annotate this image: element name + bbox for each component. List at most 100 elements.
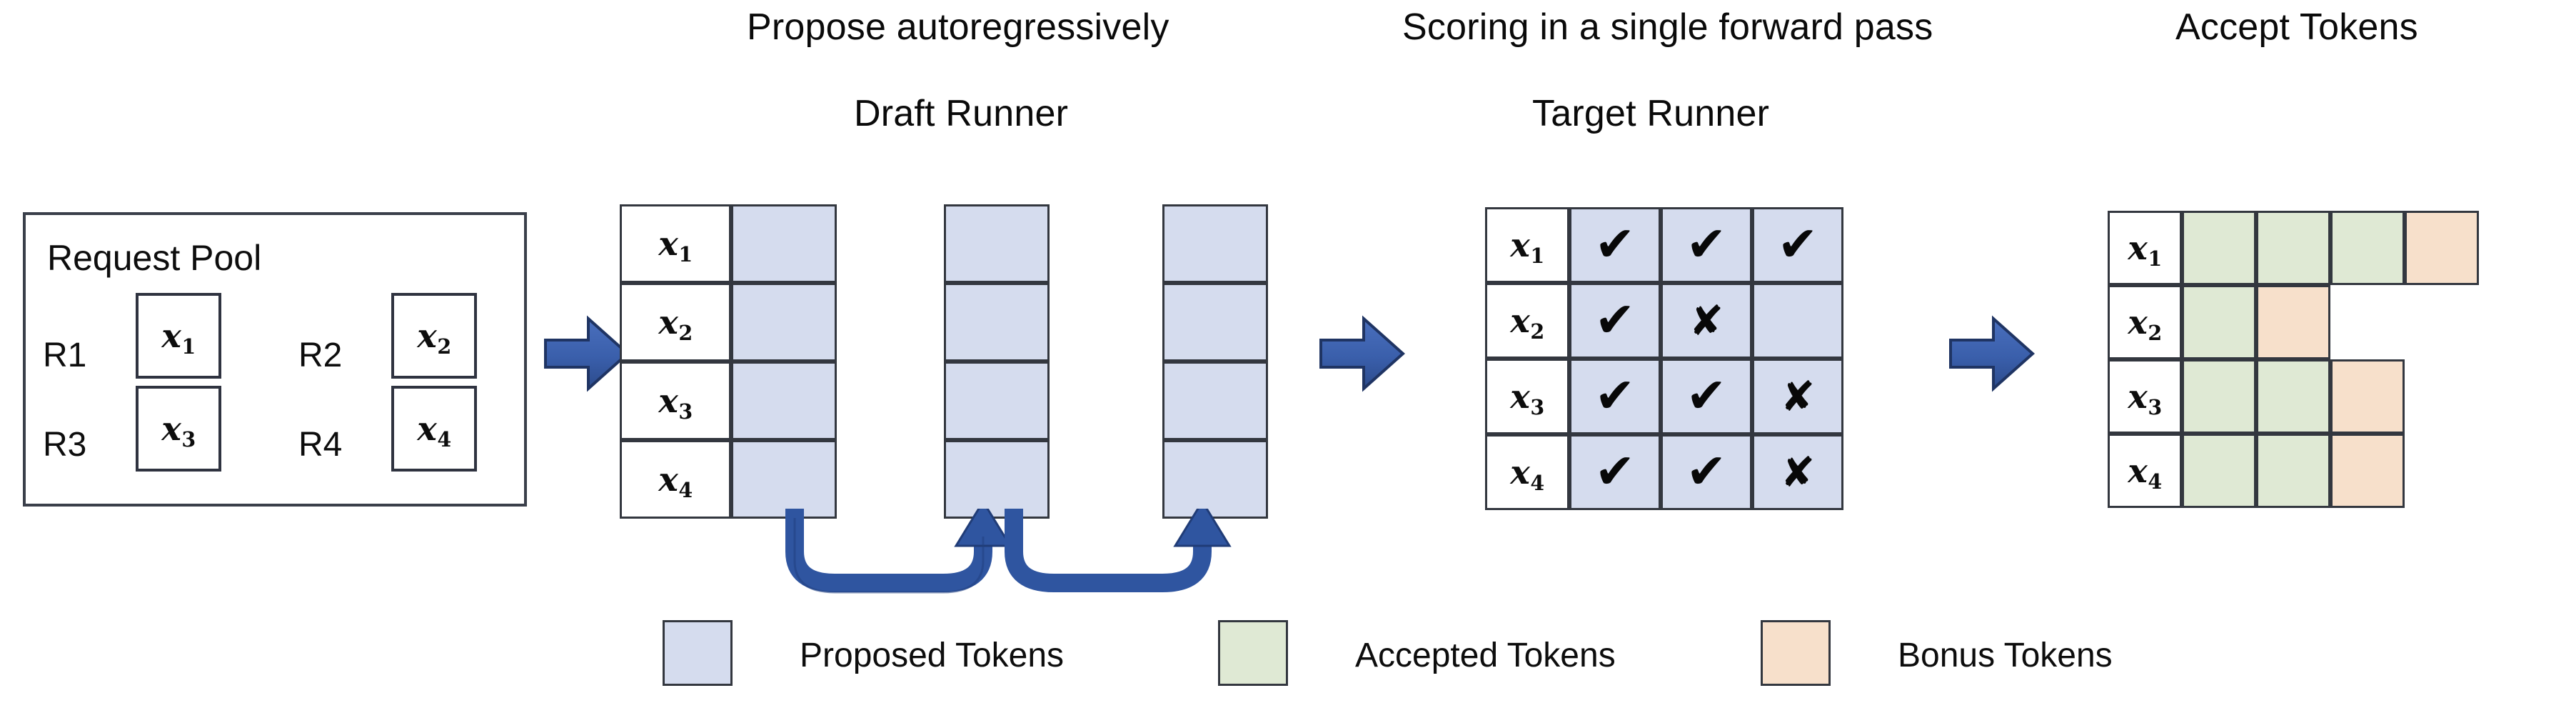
legend-swatch-proposed (663, 620, 733, 686)
target-score-cell-r3-c3: ✘ (1752, 359, 1843, 434)
heading-target-runner: Target Runner (1532, 93, 1770, 134)
request-token-cell-r1: x1 (136, 293, 221, 379)
draft-proposed-cell-s3-r2 (1162, 283, 1268, 362)
check-icon: ✔ (1594, 444, 1636, 500)
token-x3: x3 (161, 409, 196, 452)
request-label-r4: R4 (298, 426, 343, 464)
draft-proposed-cell-s3-r3 (1162, 362, 1268, 440)
target-row-label-1: x1 (1485, 207, 1569, 283)
cross-icon: ✘ (1689, 296, 1724, 345)
target-score-cell-r2-c3 (1752, 283, 1843, 359)
token-x4: x4 (417, 409, 452, 452)
draft-proposed-cell-s2-r3 (944, 362, 1050, 440)
accept-cell-r3-c1 (2182, 359, 2256, 434)
target-score-cell-r1-c2: ✔ (1661, 207, 1752, 283)
legend-label-bonus: Bonus Tokens (1898, 637, 2113, 674)
token-x1: x1 (2128, 229, 2163, 271)
accept-cell-r1-c1 (2182, 211, 2256, 285)
request-label-r2: R2 (298, 336, 343, 374)
target-score-cell-r1-c3: ✔ (1752, 207, 1843, 283)
draft-proposed-cell-s2-r2 (944, 283, 1050, 362)
heading-propose-autoregressively: Propose autoregressively (747, 6, 1169, 48)
draft-proposed-cell-s1-r3 (731, 362, 837, 440)
accept-row-label-1: x1 (2108, 211, 2182, 285)
right-block-arrow-2 (1319, 315, 1405, 392)
token-x2: x2 (658, 303, 693, 345)
token-x4: x4 (2128, 452, 2163, 494)
target-score-cell-r4-c2: ✔ (1661, 434, 1752, 510)
request-token-cell-r3: x3 (136, 386, 221, 472)
draft-proposed-cell-s1-r1 (731, 204, 837, 283)
cross-icon: ✘ (1780, 372, 1816, 421)
request-label-r3: R3 (43, 426, 87, 464)
request-token-cell-r4: x4 (391, 386, 477, 472)
legend-label-proposed: Proposed Tokens (800, 637, 1065, 674)
accept-cell-r4-c2 (2256, 434, 2330, 508)
u-turn-arrow-2 (1005, 509, 1232, 592)
check-icon: ✔ (1594, 368, 1636, 424)
check-icon: ✔ (1777, 216, 1818, 273)
draft-proposed-cell-s1-r4 (731, 440, 837, 519)
token-x2: x2 (1510, 301, 1545, 344)
heading-accept-tokens: Accept Tokens (2175, 6, 2418, 48)
accept-cell-r3-c3-bonus (2330, 359, 2405, 434)
token-x3: x3 (2128, 377, 2163, 419)
draft-proposed-cell-s3-r4 (1162, 440, 1268, 519)
check-icon: ✔ (1686, 444, 1727, 500)
draft-row-label-3: x3 (620, 362, 731, 440)
right-block-arrow-3 (1949, 315, 2035, 392)
accept-row-label-2: x2 (2108, 285, 2182, 359)
accept-cell-r1-c2 (2256, 211, 2330, 285)
target-score-cell-r2-c1: ✔ (1569, 283, 1661, 359)
token-x3: x3 (1510, 377, 1545, 419)
check-icon: ✔ (1686, 216, 1727, 273)
request-label-r1: R1 (43, 336, 87, 374)
cross-icon: ✘ (1780, 448, 1816, 497)
u-turn-arrow-1 (785, 509, 1012, 594)
accept-cell-r4-c1 (2182, 434, 2256, 508)
accept-row-label-3: x3 (2108, 359, 2182, 434)
token-x2: x2 (417, 316, 452, 359)
accept-cell-r4-c3-bonus (2330, 434, 2405, 508)
draft-proposed-cell-s2-r1 (944, 204, 1050, 283)
draft-proposed-cell-s1-r2 (731, 283, 837, 362)
target-row-label-2: x2 (1485, 283, 1569, 359)
draft-row-label-1: x1 (620, 204, 731, 283)
target-row-label-3: x3 (1485, 359, 1569, 434)
target-row-label-4: x4 (1485, 434, 1569, 510)
accept-row-label-4: x4 (2108, 434, 2182, 508)
legend-label-accepted: Accepted Tokens (1355, 637, 1616, 674)
right-block-arrow-1 (544, 315, 630, 392)
check-icon: ✔ (1594, 292, 1636, 349)
draft-proposed-cell-s2-r4 (944, 440, 1050, 519)
token-x4: x4 (1510, 453, 1545, 495)
token-x1: x1 (658, 224, 693, 266)
token-x1: x1 (1510, 226, 1545, 268)
heading-draft-runner: Draft Runner (854, 93, 1069, 134)
target-score-cell-r2-c2: ✘ (1661, 283, 1752, 359)
target-score-cell-r3-c1: ✔ (1569, 359, 1661, 434)
accept-cell-r3-c2 (2256, 359, 2330, 434)
request-pool-title: Request Pool (47, 238, 262, 278)
token-x3: x3 (658, 382, 693, 424)
legend-swatch-accepted (1218, 620, 1288, 686)
accept-cell-r2-c1 (2182, 285, 2256, 359)
token-x2: x2 (2128, 303, 2163, 345)
draft-row-label-2: x2 (620, 283, 731, 362)
accept-cell-r1-c3 (2330, 211, 2405, 285)
check-icon: ✔ (1686, 368, 1727, 424)
target-score-cell-r3-c2: ✔ (1661, 359, 1752, 434)
token-x4: x4 (658, 460, 693, 502)
accept-cell-r2-c2-bonus (2256, 285, 2330, 359)
draft-proposed-cell-s3-r1 (1162, 204, 1268, 283)
check-icon: ✔ (1594, 216, 1636, 273)
legend-swatch-bonus (1761, 620, 1831, 686)
target-score-cell-r4-c3: ✘ (1752, 434, 1843, 510)
heading-scoring-single-forward-pass: Scoring in a single forward pass (1402, 6, 1933, 48)
accept-cell-r1-c4-bonus (2405, 211, 2479, 285)
target-score-cell-r4-c1: ✔ (1569, 434, 1661, 510)
draft-row-label-4: x4 (620, 440, 731, 519)
token-x1: x1 (161, 316, 196, 359)
request-token-cell-r2: x2 (391, 293, 477, 379)
target-score-cell-r1-c1: ✔ (1569, 207, 1661, 283)
